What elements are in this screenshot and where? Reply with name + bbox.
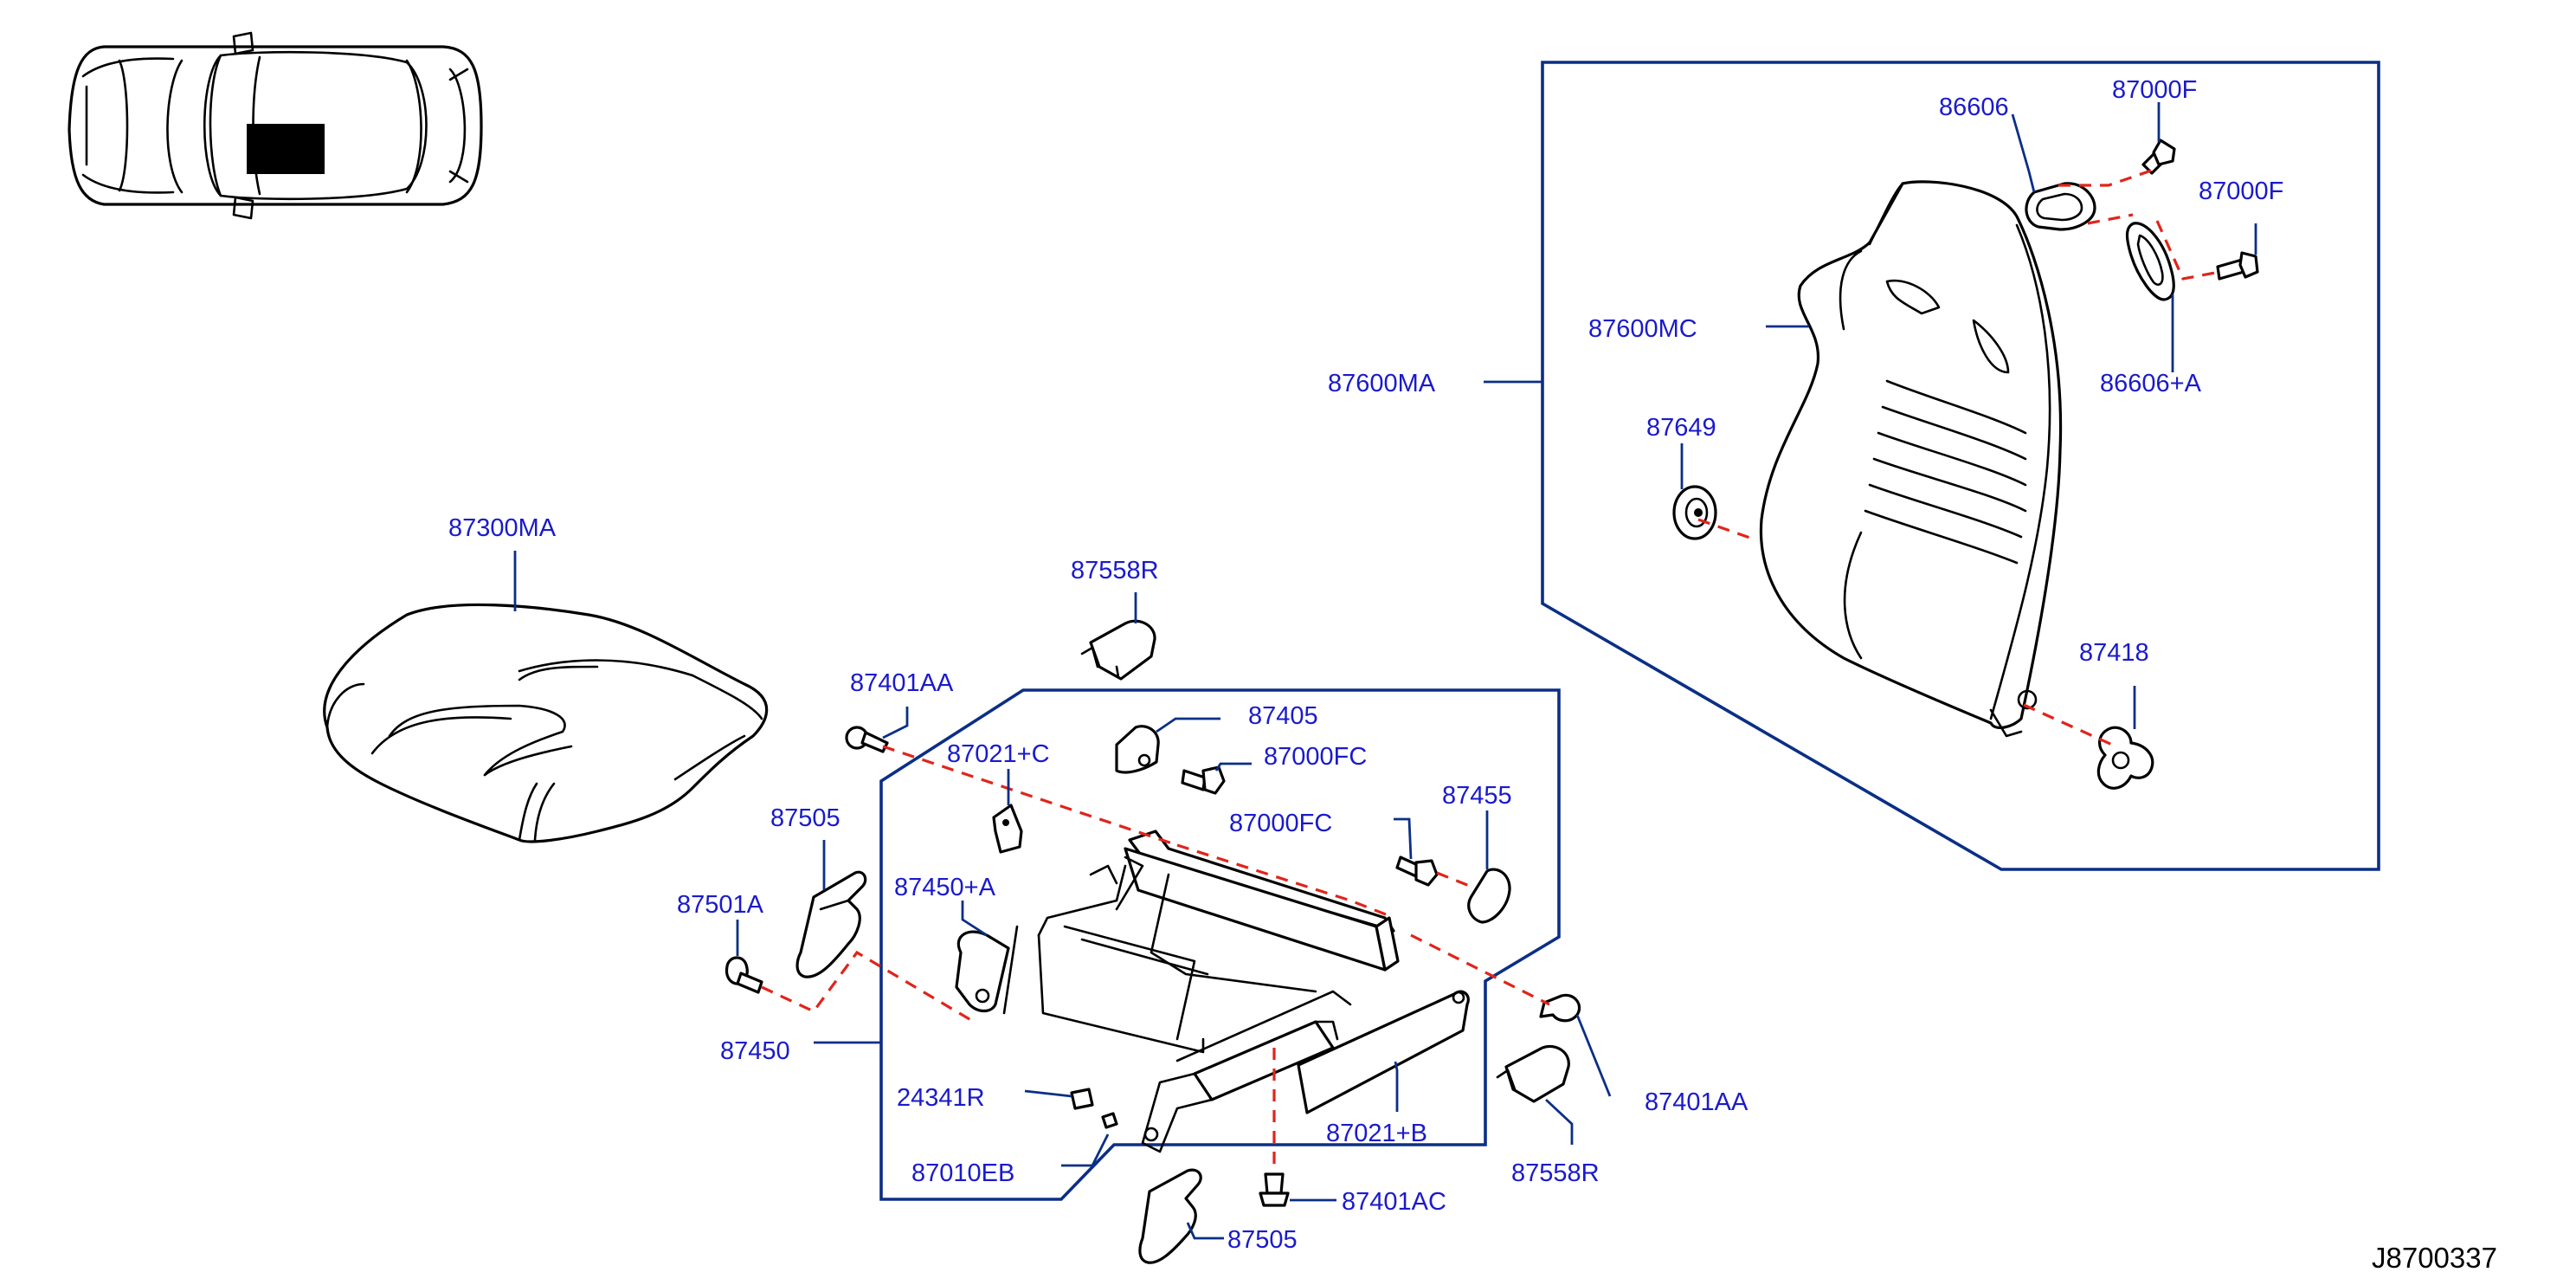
diagram-reference-code: J8700337 [2372,1242,2497,1274]
seat-back-frame [1541,61,2380,871]
label-87000fc-top: 87000FC [1264,743,1367,771]
label-87450a: 87450+A [894,874,996,901]
bolt-87401aa-right-icon [1539,993,1581,1023]
bracket-87405-icon [1115,725,1160,774]
cover-87558r-top-icon [1080,619,1156,681]
label-87600ma: 87600MA [1328,370,1436,397]
label-87021c: 87021+C [947,740,1050,768]
label-87405: 87405 [1248,702,1318,730]
bolt-87000f-top-icon [2141,139,2176,175]
label-87649: 87649 [1646,414,1716,442]
label-87455: 87455 [1442,782,1512,810]
label-87010eb: 87010EB [911,1159,1014,1187]
label-87600mc: 87600MC [1588,315,1697,343]
car-locator-icon [68,31,483,220]
seat-back-icon [1759,180,2063,738]
knob-87418-icon [2096,726,2154,790]
label-87558r-bottom: 87558R [1511,1159,1600,1187]
bolt-87000fc-mid-icon [1395,856,1439,887]
cover-87558r-bottom-icon [1496,1044,1570,1103]
label-86606a: 86606+A [2100,370,2202,397]
bolt-87501a-icon [724,956,763,994]
label-87450: 87450 [720,1037,790,1065]
connector-24341r-icon [1070,1088,1094,1110]
escutcheon-86606-icon [2025,182,2096,231]
clip-87010eb-icon [1101,1112,1118,1129]
seat-location-marker [247,124,325,174]
label-87300ma: 87300MA [448,514,557,542]
label-87021b: 87021+B [1326,1120,1427,1147]
grommet-87649-icon [1672,485,1717,540]
label-87401aa-left: 87401AA [850,669,954,697]
label-87558r-top: 87558R [1071,557,1159,584]
label-87000fc-mid: 87000FC [1229,810,1332,837]
bolt-87000f-right-icon [2216,251,2259,281]
leader-lines [513,102,2257,1240]
assembly-lines [761,168,2220,1169]
clip-87455-icon [1467,868,1511,924]
cover-87505-left-icon [795,870,867,978]
cushion-frame-icon [955,830,1400,1153]
label-87505-left: 87505 [770,804,840,832]
label-87401ac: 87401AC [1342,1188,1446,1216]
bracket-87021c-icon [992,804,1023,854]
label-87501a: 87501A [677,891,764,919]
escutcheon-86606a-icon [2125,222,2175,301]
label-87418: 87418 [2079,639,2149,667]
label-87000f-right: 87000F [2199,178,2283,205]
cover-87505-bottom-icon [1138,1168,1202,1264]
bolt-87401aa-left-icon [845,726,889,753]
seat-cushion-frame [879,688,1561,1201]
cover-87021b-icon [1297,990,1470,1114]
callout-labels: 86606 87000F 87000F 87600MC 87600MA 8660… [448,76,2283,1254]
label-87505-bottom: 87505 [1227,1226,1298,1254]
label-86606: 86606 [1939,94,2009,121]
label-24341r: 24341R [897,1084,985,1112]
label-87000f-top: 87000F [2112,76,2197,104]
label-87401aa-right: 87401AA [1645,1088,1748,1116]
bolt-87000fc-top-icon [1181,765,1226,795]
seat-cushion-icon [323,603,769,843]
bolt-87401ac-icon [1259,1172,1290,1207]
